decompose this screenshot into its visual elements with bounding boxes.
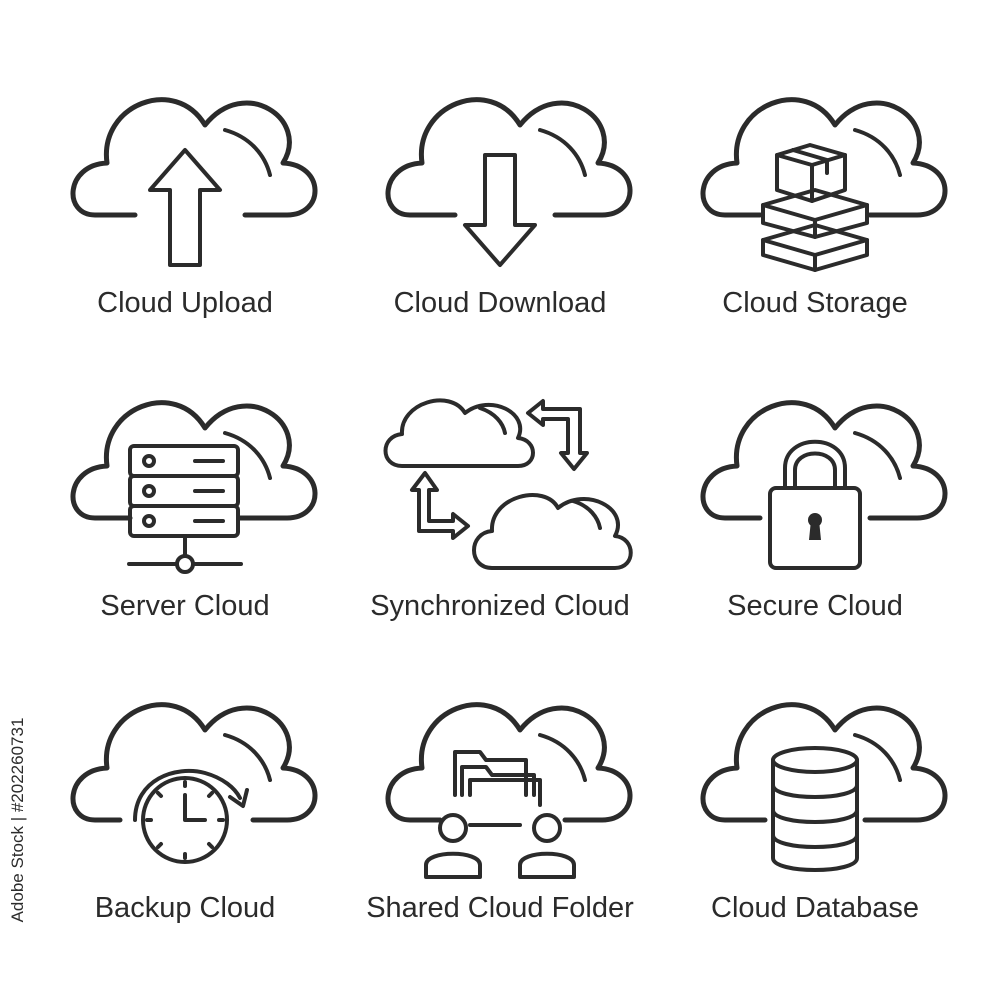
stock-id-text: Adobe Stock | #202260731 — [8, 717, 27, 923]
tile-secure-cloud: Secure Cloud — [655, 368, 975, 688]
tile-cloud-storage: Cloud Storage — [655, 65, 975, 385]
label-synchronized-cloud: Synchronized Cloud — [370, 590, 630, 622]
label-cloud-database: Cloud Database — [711, 892, 919, 924]
label-backup-cloud: Backup Cloud — [94, 892, 276, 924]
synchronized-cloud-icon — [383, 398, 633, 570]
server-cloud-icon — [70, 400, 318, 574]
tile-cloud-database: Cloud Database — [655, 670, 975, 990]
tile-cloud-upload: Cloud Upload — [25, 65, 345, 385]
tile-backup-cloud: Backup Cloud — [25, 670, 345, 990]
cloud-upload-icon — [70, 97, 318, 267]
label-cloud-upload: Cloud Upload — [97, 287, 273, 319]
tile-server-cloud: Server Cloud — [25, 368, 345, 688]
cloud-storage-icon — [700, 97, 948, 272]
tile-cloud-download: Cloud Download — [340, 65, 660, 385]
cloud-download-icon — [385, 97, 633, 267]
label-shared-cloud-folder: Shared Cloud Folder — [366, 892, 634, 924]
label-server-cloud: Server Cloud — [100, 590, 270, 622]
backup-cloud-icon — [70, 702, 318, 864]
tile-shared-cloud-folder: Shared Cloud Folder — [340, 670, 660, 990]
label-cloud-download: Cloud Download — [393, 287, 607, 319]
tile-synchronized-cloud: Synchronized Cloud — [340, 368, 660, 688]
label-secure-cloud: Secure Cloud — [727, 590, 903, 622]
cloud-database-icon — [700, 702, 948, 872]
stock-id-watermark: Adobe Stock | #202260731 — [6, 718, 30, 923]
label-cloud-storage: Cloud Storage — [722, 287, 908, 319]
shared-cloud-folder-icon — [385, 702, 633, 879]
secure-cloud-icon — [700, 400, 948, 570]
